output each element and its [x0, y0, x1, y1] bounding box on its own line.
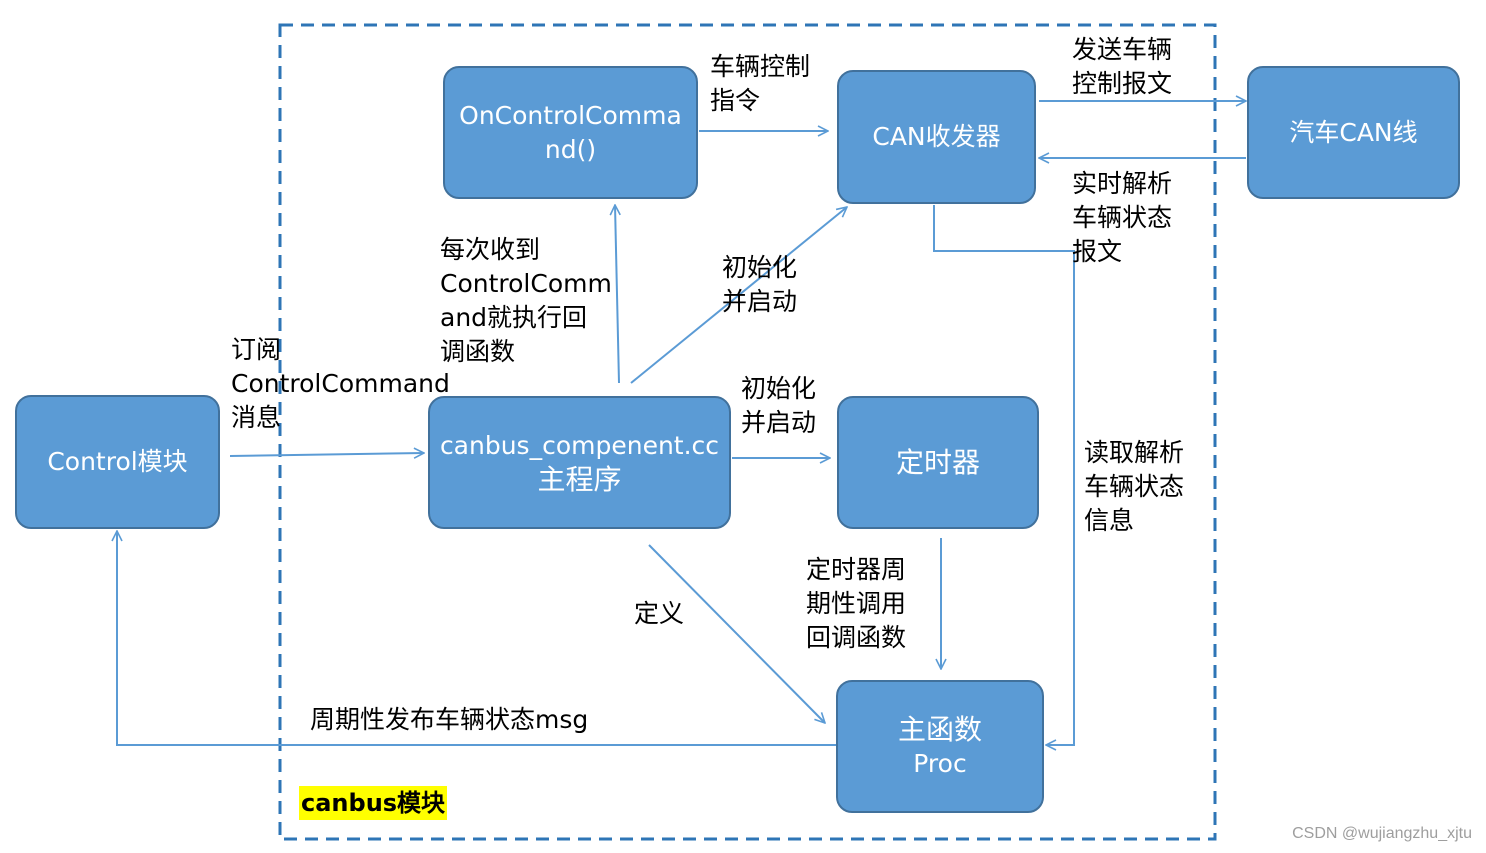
callback-label-line3: and就执行回: [440, 303, 588, 332]
canbus-module-caption: canbus模块: [299, 786, 448, 820]
edge-subscribe-arrow: [229, 453, 424, 456]
callback-label-line4: 调函数: [440, 337, 516, 366]
main-function-label-line1: 主函数: [897, 712, 982, 746]
edge-init-can-arrow: [630, 207, 847, 384]
on-control-command-node: OnControlComma nd(): [443, 66, 698, 199]
init-can-label-line1: 初始化: [722, 253, 798, 282]
timer-callback-label-line3: 回调函数: [806, 623, 907, 652]
canbus-main-program-node: canbus_compenent.cc 主程序: [428, 396, 731, 529]
init-timer-label-line1: 初始化: [741, 374, 817, 403]
canbus-main-label-line2: 主程序: [537, 462, 622, 496]
timer-node: 定时器: [837, 396, 1039, 529]
subscribe-edge-label: 订阅 ControlCommand 消息: [231, 333, 450, 435]
init-timer-label-line2: 并启动: [741, 408, 817, 437]
timer-callback-label-line1: 定时器周: [806, 555, 907, 584]
callback-label-line2: ControlComm: [440, 269, 612, 298]
control-cmd-label-line2: 指令: [710, 86, 761, 115]
subscribe-label-line1: 订阅: [231, 335, 282, 364]
publish-edge-label: 周期性发布车辆状态msg: [310, 703, 588, 737]
control-cmd-label-line1: 车辆控制: [710, 52, 811, 81]
canbus-main-label-line1: canbus_compenent.cc: [439, 430, 720, 460]
edge-read-parse-arrow: [933, 205, 1075, 745]
edge-define-arrow: [648, 544, 825, 723]
realtime-parse-edge-label: 实时解析 车辆状态 报文: [1072, 167, 1172, 269]
car-can-bus-label: 汽车CAN线: [1289, 117, 1418, 147]
control-module-node: Control模块: [15, 395, 220, 529]
car-can-bus-node: 汽车CAN线: [1247, 66, 1460, 199]
timer-callback-label-line2: 期性调用: [806, 589, 907, 618]
canbus-module-boundary: [278, 23, 1217, 841]
define-edge-label: 定义: [634, 597, 684, 631]
init-can-label-line2: 并启动: [722, 287, 798, 316]
can-transceiver-node: CAN收发器: [837, 70, 1036, 204]
watermark-text: CSDN @wujiangzhu_xjtu: [1292, 825, 1472, 842]
read-parse-label-line2: 车辆状态: [1084, 472, 1185, 501]
send-control-label-line1: 发送车辆: [1072, 35, 1173, 64]
subscribe-label-line3: 消息: [231, 403, 282, 432]
control-cmd-edge-label: 车辆控制 指令: [710, 50, 810, 118]
edge-publish-arrow: [117, 531, 836, 746]
callback-edge-label: 每次收到 ControlComm and就执行回 调函数: [440, 233, 612, 369]
publish-label-line1: 周期性发布车辆状态msg: [310, 705, 589, 734]
timer-label: 定时器: [895, 445, 980, 479]
control-module-label: Control模块: [47, 447, 188, 476]
send-control-label-line2: 控制报文: [1072, 69, 1173, 98]
edge-callback-arrow: [615, 205, 619, 384]
subscribe-label-line2: ControlCommand: [231, 369, 450, 398]
read-parse-edge-label: 读取解析 车辆状态 信息: [1084, 436, 1184, 538]
can-transceiver-label: CAN收发器: [872, 122, 1001, 151]
realtime-parse-label-line3: 报文: [1072, 237, 1123, 266]
init-start-can-edge-label: 初始化 并启动: [722, 251, 797, 319]
callback-label-line1: 每次收到: [440, 235, 541, 264]
init-start-timer-edge-label: 初始化 并启动: [741, 372, 816, 440]
define-label-line1: 定义: [634, 599, 685, 628]
read-parse-label-line1: 读取解析: [1084, 438, 1185, 467]
realtime-parse-label-line1: 实时解析: [1072, 169, 1173, 198]
main-function-proc-node: 主函数 Proc: [836, 680, 1044, 813]
on-control-command-label-line1: OnControlComma: [459, 100, 682, 130]
on-control-command-label-line2: nd(): [544, 134, 597, 164]
read-parse-label-line3: 信息: [1084, 506, 1135, 535]
send-control-edge-label: 发送车辆 控制报文: [1072, 33, 1172, 101]
main-function-label-line2: Proc: [913, 748, 967, 778]
realtime-parse-label-line2: 车辆状态: [1072, 203, 1173, 232]
timer-callback-edge-label: 定时器周 期性调用 回调函数: [806, 553, 906, 655]
